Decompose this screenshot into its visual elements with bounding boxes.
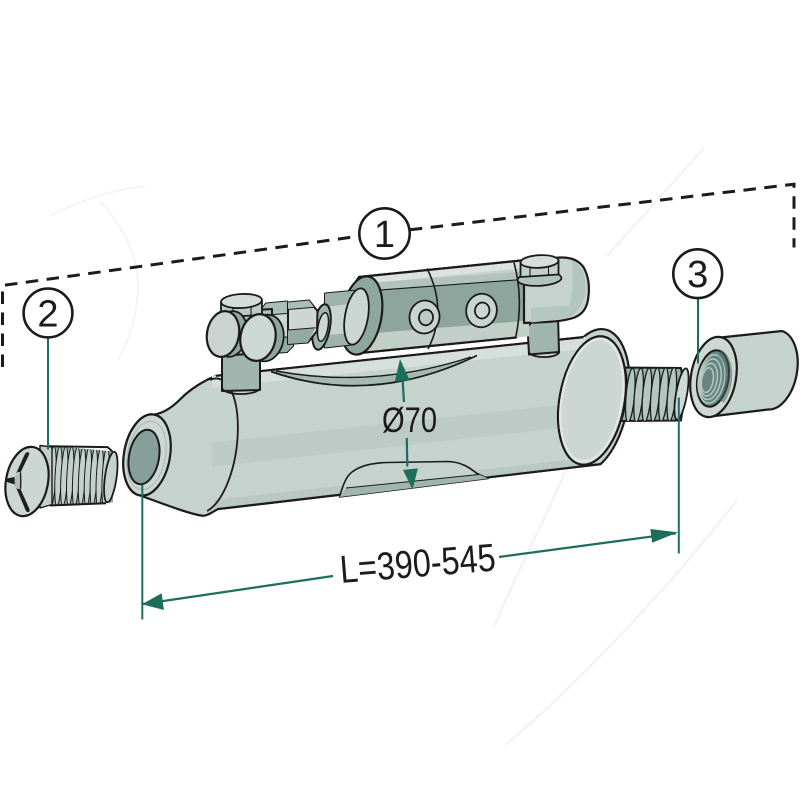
svg-text:3: 3	[687, 254, 708, 296]
svg-text:Ø70: Ø70	[382, 401, 437, 440]
svg-text:1: 1	[374, 214, 395, 256]
svg-text:2: 2	[37, 294, 58, 336]
